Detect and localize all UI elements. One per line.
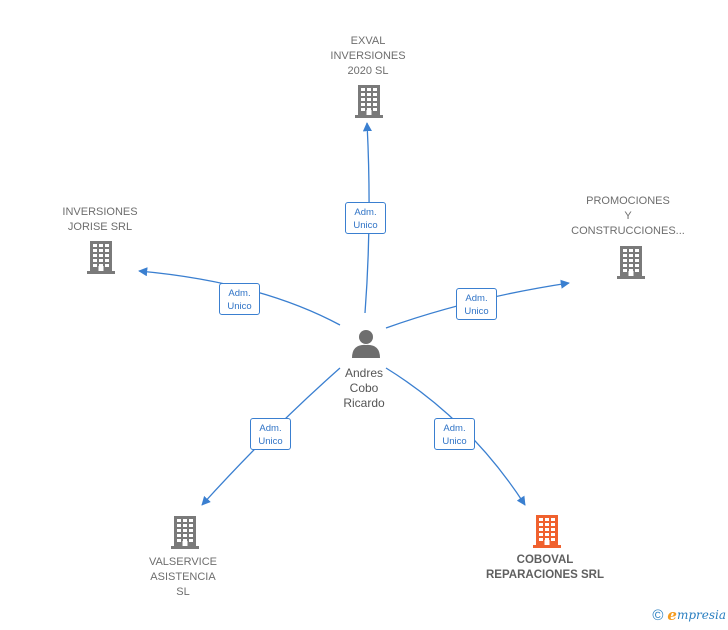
copyright-icon: ©	[652, 606, 664, 624]
role-badge-line: Unico	[258, 436, 283, 447]
company-name-promociones[interactable]: PROMOCIONES Y CONSTRUCCIONES...	[571, 195, 685, 237]
building-icon-valservice[interactable]	[171, 516, 199, 549]
person-icon[interactable]	[352, 330, 380, 358]
role-badge-exval[interactable]: Adm. Unico	[345, 202, 386, 234]
role-badge-line: Adm.	[228, 288, 251, 299]
building-icon-promociones[interactable]	[617, 246, 645, 279]
person-name[interactable]: Andres Cobo Ricardo	[343, 366, 385, 410]
role-badge-line: Unico	[464, 306, 489, 317]
role-badge-valservice[interactable]: Adm. Unico	[250, 418, 291, 450]
company-name-jorise[interactable]: INVERSIONES JORISE SRL	[62, 206, 138, 233]
role-badge-jorise[interactable]: Adm. Unico	[219, 283, 260, 315]
brand-logo-letter: e	[667, 606, 677, 624]
building-icon-coboval[interactable]	[533, 515, 561, 548]
role-badge-line: Adm.	[465, 293, 488, 304]
role-badge-line: Adm.	[443, 423, 466, 434]
building-icon-jorise[interactable]	[87, 241, 115, 274]
role-badge-line: Unico	[353, 220, 378, 231]
role-badge-line: Adm.	[354, 207, 377, 218]
role-badge-line: Unico	[442, 436, 467, 447]
company-name-coboval[interactable]: COBOVAL REPARACIONES SRL	[486, 554, 604, 581]
role-badge-line: Unico	[227, 301, 252, 312]
building-icon-exval[interactable]	[355, 85, 383, 118]
role-badge-line: Adm.	[259, 423, 282, 434]
copyright-brand[interactable]: © e mpresia	[652, 606, 726, 624]
role-badge-promociones[interactable]: Adm. Unico	[456, 288, 497, 320]
brand-name: mpresia	[676, 608, 726, 622]
company-name-valservice[interactable]: VALSERVICE ASISTENCIA SL	[148, 556, 218, 598]
role-badge-coboval[interactable]: Adm. Unico	[434, 418, 475, 450]
company-name-exval[interactable]: EXVAL INVERSIONES 2020 SL	[330, 35, 406, 77]
